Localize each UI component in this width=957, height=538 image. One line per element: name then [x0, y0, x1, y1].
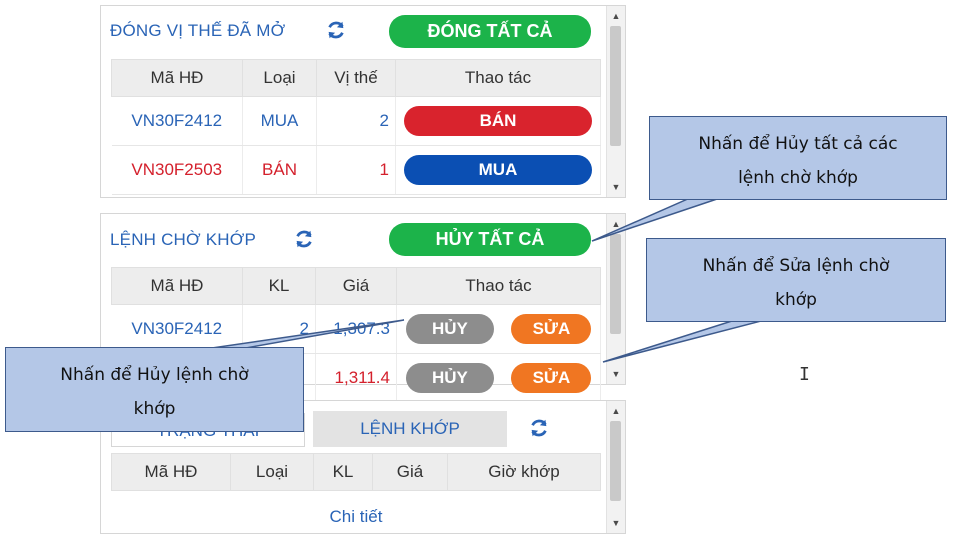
panel-scrollbar[interactable]: ▲ ▼ — [606, 214, 625, 384]
detail-link[interactable]: Chi tiết — [329, 507, 383, 526]
order-price: 1,311.4 — [315, 353, 397, 403]
text-cursor-icon: I — [799, 364, 810, 385]
open-positions-table: Mã HĐ Loại Vị thế Thao tác VN30F2412 MUA… — [111, 59, 601, 195]
scroll-thumb[interactable] — [610, 26, 621, 146]
column-header: Mã HĐ — [111, 59, 243, 97]
order-type: MUA — [242, 96, 317, 146]
contract-code[interactable]: VN30F2503 — [111, 145, 243, 195]
scroll-up-icon[interactable]: ▲ — [611, 406, 621, 416]
column-header: Thao tác — [396, 267, 601, 305]
cancel-order-button[interactable]: HỦY — [405, 363, 494, 393]
order-type: BÁN — [242, 145, 317, 195]
scroll-thumb[interactable] — [610, 421, 621, 501]
panel-scrollbar[interactable]: ▲ ▼ — [606, 401, 625, 533]
refresh-icon[interactable] — [293, 228, 315, 250]
scroll-thumb[interactable] — [610, 234, 621, 334]
buy-button[interactable]: MUA — [404, 155, 592, 185]
scroll-up-icon[interactable]: ▲ — [611, 219, 621, 229]
position-qty: 2 — [316, 96, 396, 146]
scroll-down-icon[interactable]: ▼ — [611, 182, 621, 192]
column-header: Loại — [242, 59, 317, 97]
column-header: KL — [242, 267, 316, 305]
position-qty: 1 — [316, 145, 396, 195]
cancel-order-button[interactable]: HỦY — [405, 314, 494, 344]
panel-scrollbar[interactable]: ▲ ▼ — [606, 6, 625, 197]
scroll-down-icon[interactable]: ▼ — [611, 369, 621, 379]
table-row: VN30F2412 MUA 2 BÁN — [111, 96, 601, 146]
column-header: Mã HĐ — [111, 453, 231, 491]
column-header: Mã HĐ — [111, 267, 243, 305]
edit-order-button[interactable]: SỬA — [511, 363, 592, 393]
panel-title: ĐÓNG VỊ THẾ ĐÃ MỞ — [110, 21, 286, 40]
pending-orders-table: Mã HĐ KL Giá Thao tác VN30F2412 2 1,307.… — [111, 267, 601, 403]
column-header: Vị thế — [316, 59, 396, 97]
column-header: Giờ khớp — [447, 453, 601, 491]
callout-cancel-all: Nhấn để Hủy tất cả các lệnh chờ khớp — [649, 116, 947, 200]
column-header: Giá — [315, 267, 397, 305]
sell-button[interactable]: BÁN — [404, 106, 592, 136]
pending-orders-panel: ▲ ▼ LỆNH CHỜ KHỚP HỦY TẤT CẢ Mã HĐ KL Gi… — [100, 213, 626, 403]
callout-cancel: Nhấn để Hủy lệnh chờ khớp — [5, 347, 304, 432]
scroll-down-icon[interactable]: ▼ — [611, 518, 621, 528]
open-positions-panel: ▲ ▼ ĐÓNG VỊ THẾ ĐÃ MỞ ĐÓNG TẤT CẢ Mã HĐ … — [100, 5, 626, 198]
contract-code[interactable]: VN30F2412 — [111, 96, 243, 146]
table-row: VN30F2503 BÁN 1 MUA — [111, 145, 601, 195]
callout-edit: Nhấn để Sửa lệnh chờ khớp — [646, 238, 946, 322]
scroll-up-icon[interactable]: ▲ — [611, 11, 621, 21]
refresh-icon[interactable] — [325, 19, 347, 41]
column-header: Thao tác — [395, 59, 601, 97]
edit-order-button[interactable]: SỬA — [511, 314, 592, 344]
close-all-button[interactable]: ĐÓNG TẤT CẢ — [389, 15, 591, 48]
matched-orders-table: Mã HĐ Loại KL Giá Giờ khớp — [111, 453, 601, 491]
column-header: Giá — [372, 453, 448, 491]
panel-title: LỆNH CHỜ KHỚP — [110, 230, 257, 249]
column-header: KL — [313, 453, 373, 491]
refresh-icon[interactable] — [528, 417, 550, 439]
contract-code[interactable]: VN30F2412 — [111, 304, 243, 354]
tab-matched-orders[interactable]: LỆNH KHỚP — [313, 411, 507, 447]
cancel-all-button[interactable]: HỦY TẤT CẢ — [389, 223, 591, 256]
